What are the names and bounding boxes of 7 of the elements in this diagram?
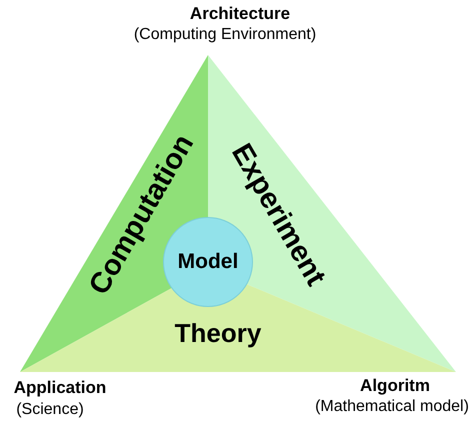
- region-label: Theory: [174, 320, 262, 346]
- vertex-subtitle: (Computing Environment): [134, 26, 316, 44]
- vertex-heading: Algoritm: [360, 376, 430, 396]
- vertex-heading: Architecture: [190, 4, 290, 24]
- vertex-heading: Application: [14, 378, 106, 398]
- vertex-subtitle: (Science): [16, 401, 84, 419]
- vertex-subtitle: (Mathematical model): [315, 398, 469, 416]
